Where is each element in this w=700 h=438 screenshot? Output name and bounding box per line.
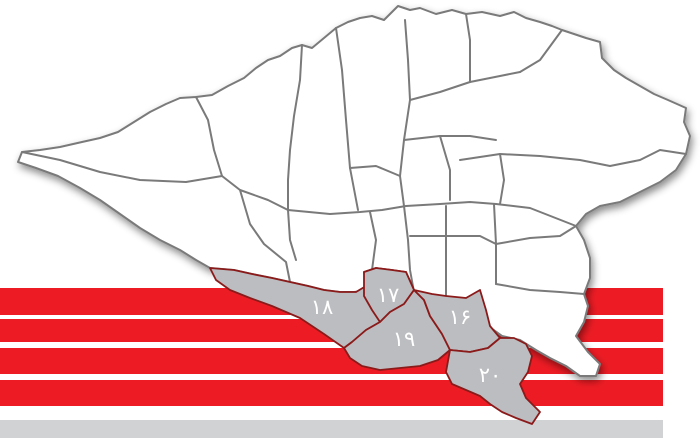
district-border: [465, 13, 471, 83]
district-label-20: ۲۰: [479, 363, 502, 387]
district-border: [287, 44, 303, 261]
district-border: [403, 205, 415, 293]
district-border: [519, 29, 563, 73]
district-border: [399, 19, 411, 207]
district-label-18: ۱۸: [311, 295, 334, 319]
gray-bottom-band: [0, 420, 663, 438]
district-20-region: [445, 337, 541, 425]
district-labels: ۱۶ ۱۷ ۱۸ ۱۹ ۲۰: [311, 283, 502, 387]
district-border: [499, 153, 505, 205]
district-border: [287, 201, 577, 227]
district-border: [495, 225, 577, 245]
district-label-16: ۱۶: [449, 305, 472, 329]
district-border: [403, 135, 497, 141]
district-border: [409, 235, 497, 245]
red-stripe: [0, 380, 663, 406]
highlighted-districts: [209, 267, 541, 425]
district-border: [335, 27, 359, 211]
district-border: [349, 165, 401, 177]
district-label-17: ۱۷: [377, 283, 400, 307]
district-border: [21, 151, 223, 183]
district-border: [439, 135, 451, 201]
district-border: [459, 149, 687, 167]
district-border: [239, 189, 291, 283]
district-label-19: ۱۹: [393, 327, 416, 351]
district-border: [495, 283, 585, 295]
